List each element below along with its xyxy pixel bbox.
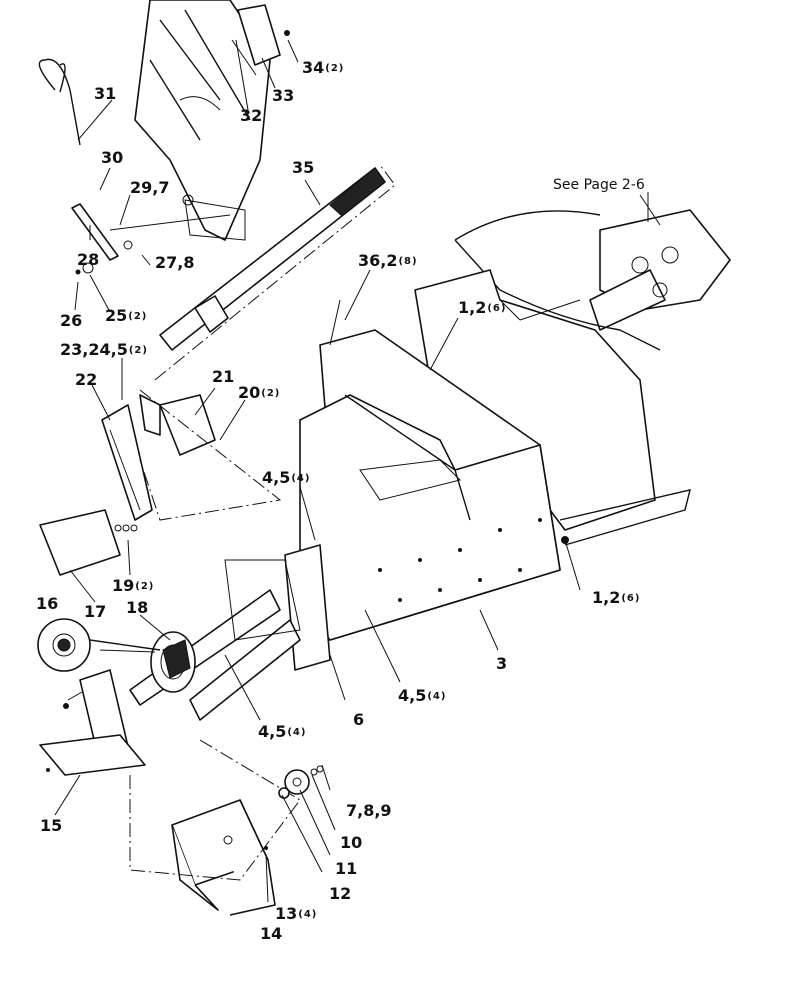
callout-number: 22	[75, 370, 98, 389]
callout-number: 14	[260, 924, 283, 943]
callout-18: 18	[126, 600, 149, 616]
callout-number: 26	[60, 311, 83, 330]
callout-number: 13	[275, 904, 298, 923]
callout-qty: (2)	[128, 345, 148, 356]
callout-29-7: 29,7	[130, 180, 170, 196]
callout-number: 16	[36, 594, 59, 613]
callout-number: 11	[335, 859, 358, 878]
callout-number: 1,2	[458, 298, 487, 317]
callout-13: 13(4)	[275, 906, 317, 922]
plate-17	[39, 509, 138, 576]
callout-6: 6	[353, 712, 365, 728]
callout-1-2-upper: 1,2(6)	[458, 300, 506, 316]
callout-26: 26	[60, 313, 83, 329]
callout-number: 4,5	[258, 722, 287, 741]
leader-lines	[54, 39, 649, 903]
hook-rod-31	[38, 58, 81, 146]
callout-11: 11	[335, 861, 358, 877]
callout-32: 32	[240, 108, 263, 124]
callout-21: 21	[212, 369, 235, 385]
reference-note: See Page 2-6	[553, 177, 645, 193]
callout-number: 6	[353, 710, 365, 729]
callout-number: 17	[84, 602, 107, 621]
callout-number: 30	[101, 148, 124, 167]
callout-number: 34	[302, 58, 325, 77]
callout-qty: (6)	[487, 303, 507, 314]
callout-30: 30	[101, 150, 124, 166]
callout-33: 33	[272, 88, 295, 104]
callout-number: 3	[496, 654, 508, 673]
callout-35: 35	[292, 160, 315, 176]
callout-number: 31	[94, 84, 117, 103]
callout-qty: (2)	[135, 581, 155, 592]
callout-7-8-9: 7,8,9	[346, 803, 393, 819]
cover-plate-33	[231, 4, 290, 76]
callout-qty: (4)	[291, 473, 311, 484]
cover-14	[129, 739, 301, 916]
shield-15	[39, 669, 146, 776]
drive-shaft-35	[154, 164, 396, 381]
callout-25: 25(2)	[105, 308, 147, 324]
callout-17: 17	[84, 604, 107, 620]
bracket-22	[101, 404, 153, 521]
callout-number: 4,5	[262, 468, 291, 487]
callout-qty: (2)	[325, 63, 345, 74]
callout-20: 20(2)	[238, 385, 280, 401]
callout-qty: (4)	[427, 691, 447, 702]
callout-number: 4,5	[398, 686, 427, 705]
gearbox-assembly	[589, 194, 731, 331]
callout-qty: (4)	[287, 727, 307, 738]
callout-1-2-lower: 1,2(6)	[592, 590, 640, 606]
callout-number: 21	[212, 367, 235, 386]
callout-4-5-right: 4,5(4)	[398, 688, 446, 704]
callout-qty: (8)	[398, 256, 418, 267]
main-frame-3	[299, 299, 569, 641]
callout-14: 14	[260, 926, 283, 942]
callout-number: 25	[105, 306, 128, 325]
callout-16: 16	[36, 596, 59, 612]
callout-number: 18	[126, 598, 149, 617]
callout-number: 33	[272, 86, 295, 105]
callout-15: 15	[40, 818, 63, 834]
callout-qty: (2)	[128, 311, 148, 322]
callout-4-5-lower: 4,5(4)	[258, 724, 306, 740]
callout-3: 3	[496, 656, 508, 672]
bearing-detail-16	[37, 618, 161, 672]
callout-number: 29,7	[130, 178, 170, 197]
callout-number: 10	[340, 833, 363, 852]
callout-23-24-5: 23,24,5(2)	[60, 342, 148, 358]
callout-number: 12	[329, 884, 352, 903]
callout-number: 7,8,9	[346, 801, 392, 820]
bracket-21	[139, 389, 282, 521]
callout-31: 31	[94, 86, 117, 102]
callout-qty: (4)	[298, 909, 318, 920]
callout-number: 28	[77, 250, 100, 269]
callout-22: 22	[75, 372, 98, 388]
callout-number: 27,8	[155, 253, 195, 272]
callout-4-5-upper: 4,5(4)	[262, 470, 310, 486]
callout-number: 19	[112, 576, 135, 595]
support-arm-6	[129, 544, 331, 721]
callout-number: 36,2	[358, 251, 398, 270]
callout-number: 35	[292, 158, 315, 177]
upper-frame-section	[134, 0, 271, 241]
callout-19: 19(2)	[112, 578, 154, 594]
callout-qty: (2)	[261, 388, 281, 399]
pin-assembly-28	[71, 203, 231, 275]
callout-10: 10	[340, 835, 363, 851]
callout-number: 15	[40, 816, 63, 835]
callout-number: 23,24,5	[60, 340, 128, 359]
callout-34: 34(2)	[302, 60, 344, 76]
callout-27-8: 27,8	[155, 255, 195, 271]
callout-36-2: 36,2(8)	[358, 253, 418, 269]
callout-number: 32	[240, 106, 263, 125]
callout-12: 12	[329, 886, 352, 902]
right-frame-section	[414, 210, 691, 546]
callout-number: 1,2	[592, 588, 621, 607]
callout-qty: (6)	[621, 593, 641, 604]
callout-28: 28	[77, 252, 100, 268]
hub-18	[99, 631, 196, 693]
callout-number: 20	[238, 383, 261, 402]
